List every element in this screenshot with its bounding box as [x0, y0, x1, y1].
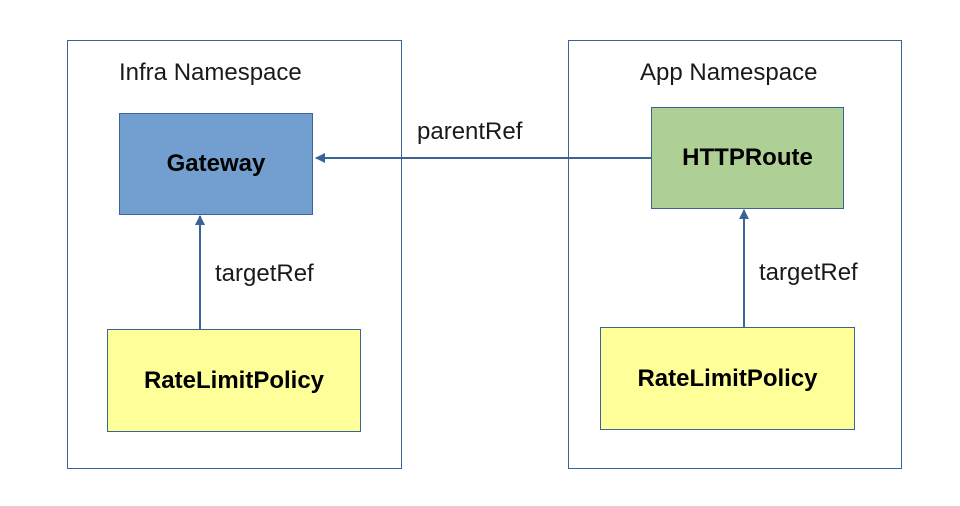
- app-namespace-title: App Namespace: [640, 59, 818, 86]
- gateway-node: Gateway: [119, 113, 313, 215]
- app-ratelimitpolicy-node: RateLimitPolicy: [600, 327, 855, 430]
- infra-namespace-title: Infra Namespace: [119, 59, 302, 86]
- infra-ratelimitpolicy-node: RateLimitPolicy: [107, 329, 361, 432]
- infra-targetref-label: targetRef: [215, 260, 314, 287]
- app-targetref-label: targetRef: [759, 259, 858, 286]
- parentref-label: parentRef: [417, 118, 523, 145]
- httproute-node: HTTPRoute: [651, 107, 844, 209]
